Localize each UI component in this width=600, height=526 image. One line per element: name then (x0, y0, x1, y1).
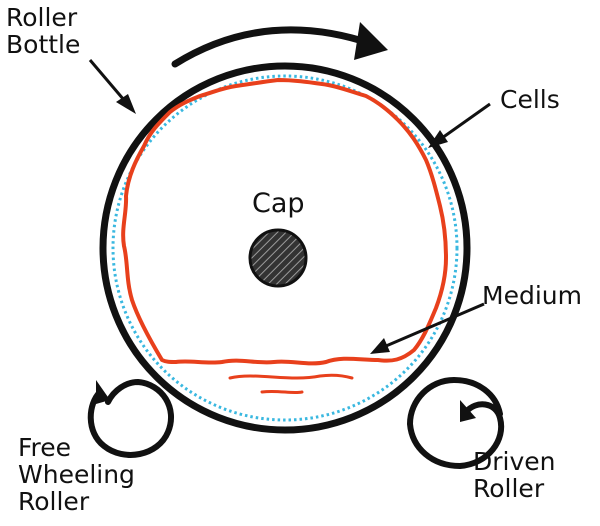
medium-ripple-1 (228, 373, 354, 380)
roller-bottle-wall (99, 62, 471, 434)
cells-pointer (428, 102, 491, 148)
driven-roller-label-line2: Roller (473, 474, 545, 503)
roller-bottle-label-line1: Roller (6, 3, 78, 32)
free-wheeling-roller-icon (87, 378, 175, 458)
roller-bottle-label-line2: Bottle (6, 30, 80, 59)
free-wheeling-roller-label-line2: Wheeling (18, 460, 135, 489)
medium-pointer (370, 302, 485, 354)
driven-roller-label-line1: Driven (473, 447, 556, 476)
driven-roller-icon (406, 376, 505, 470)
cap-label: Cap (252, 188, 305, 219)
medium-label: Medium (482, 281, 582, 310)
medium-ripple-2 (260, 389, 304, 395)
cells-layer (111, 74, 459, 422)
cells-label: Cells (500, 85, 560, 114)
rotation-arrow-icon (171, 22, 388, 68)
free-wheeling-roller-label-line1: Free (18, 433, 71, 462)
cap-icon (248, 228, 308, 288)
roller-bottle-pointer (88, 59, 136, 114)
medium-layer-outline (121, 78, 448, 366)
free-wheeling-roller-label-line3: Roller (18, 487, 90, 516)
